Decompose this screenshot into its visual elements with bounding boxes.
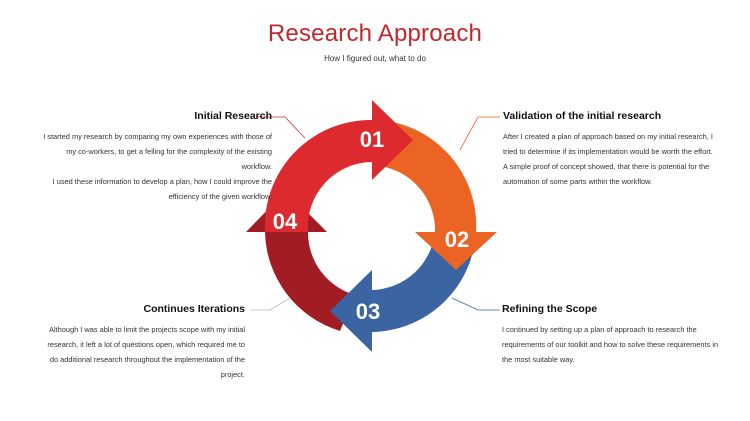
step-paragraph: I used these information to develop a pl… bbox=[52, 177, 272, 201]
step-number-03: 03 bbox=[356, 299, 380, 324]
connector-line-3 bbox=[451, 297, 500, 311]
step-paragraph: I continued by setting up a plan of appr… bbox=[502, 325, 719, 364]
step-heading: Refining the Scope bbox=[502, 303, 598, 315]
step-heading: Initial Research bbox=[194, 110, 272, 122]
step-block-validation: Validation of the initial research After… bbox=[503, 109, 718, 189]
step-block-initial-research: Initial Research I started my research b… bbox=[42, 109, 272, 204]
cycle-segment-03 bbox=[330, 232, 476, 352]
cycle-segment-01 bbox=[264, 100, 413, 232]
cycle-segment-02 bbox=[380, 120, 497, 270]
page-subtitle: How I figured out, what to do bbox=[324, 54, 426, 63]
step-paragraph: A simple proof of concept showed, that t… bbox=[503, 162, 710, 186]
step-heading: Continues Iterations bbox=[143, 303, 245, 315]
page-title: Research Approach bbox=[267, 20, 483, 47]
connector-line-1 bbox=[256, 116, 306, 139]
step-block-continues-iterations: Continues Iterations Although I was able… bbox=[40, 302, 245, 382]
step-number-01: 01 bbox=[360, 127, 384, 152]
step-block-refining-scope: Refining the Scope I continued by settin… bbox=[502, 302, 722, 367]
step-paragraph: Although I was able to limit the project… bbox=[47, 325, 245, 379]
connector-line-2 bbox=[459, 116, 500, 151]
step-number-04: 04 bbox=[273, 209, 298, 234]
step-paragraph: After I created a plan of approach based… bbox=[503, 132, 713, 156]
step-paragraph: I started my research by comparing my ow… bbox=[43, 132, 272, 171]
step-heading: Validation of the initial research bbox=[503, 110, 662, 122]
step-number-02: 02 bbox=[445, 227, 469, 252]
connector-line-4 bbox=[250, 297, 291, 311]
